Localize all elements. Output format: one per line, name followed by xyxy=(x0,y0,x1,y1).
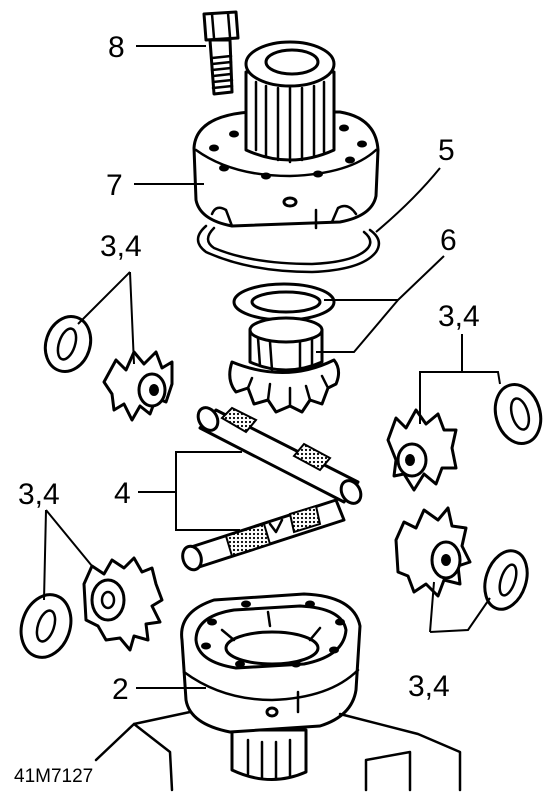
callout-ring: 5 xyxy=(438,134,455,167)
diff-case xyxy=(94,592,462,792)
cross-shafts xyxy=(181,406,363,572)
diff-cover xyxy=(192,40,380,230)
callout-pinion-lower-left: 3,4 xyxy=(18,478,60,511)
bolt xyxy=(202,10,240,96)
pinion-set-upper-left xyxy=(43,315,174,422)
callout-cross-shaft: 4 xyxy=(114,477,131,510)
callout-pinion-lower-right: 3,4 xyxy=(408,670,450,703)
callout-bolt: 8 xyxy=(108,31,125,64)
callout-side-gear: 6 xyxy=(440,224,457,257)
side-gear xyxy=(228,282,341,414)
reference-code: 41M7127 xyxy=(14,766,93,787)
callout-pinion-upper-right: 3,4 xyxy=(438,300,480,333)
pinion-set-lower-right xyxy=(394,506,529,611)
leader-lines xyxy=(43,45,501,689)
callout-pinion-upper-left: 3,4 xyxy=(100,230,142,263)
callout-case: 2 xyxy=(112,673,129,706)
pinion-set-lower-left xyxy=(19,556,164,659)
callout-cover: 7 xyxy=(106,169,123,202)
o-ring xyxy=(196,224,381,274)
pinion-set-upper-right xyxy=(386,383,543,492)
